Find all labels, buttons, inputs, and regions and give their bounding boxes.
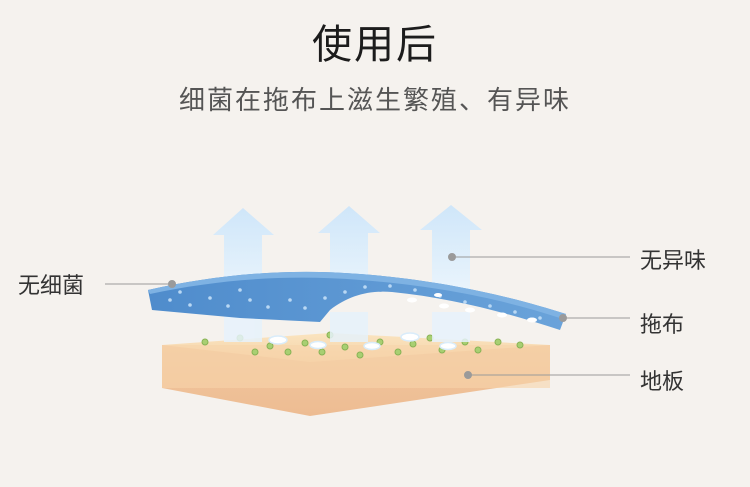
label-mop: 拖布 <box>640 307 684 339</box>
floor-front <box>162 345 550 388</box>
label-no-bacteria: 无细菌 <box>18 268 84 300</box>
label-floor: 地板 <box>640 364 684 396</box>
label-no-odor: 无异味 <box>640 243 706 275</box>
